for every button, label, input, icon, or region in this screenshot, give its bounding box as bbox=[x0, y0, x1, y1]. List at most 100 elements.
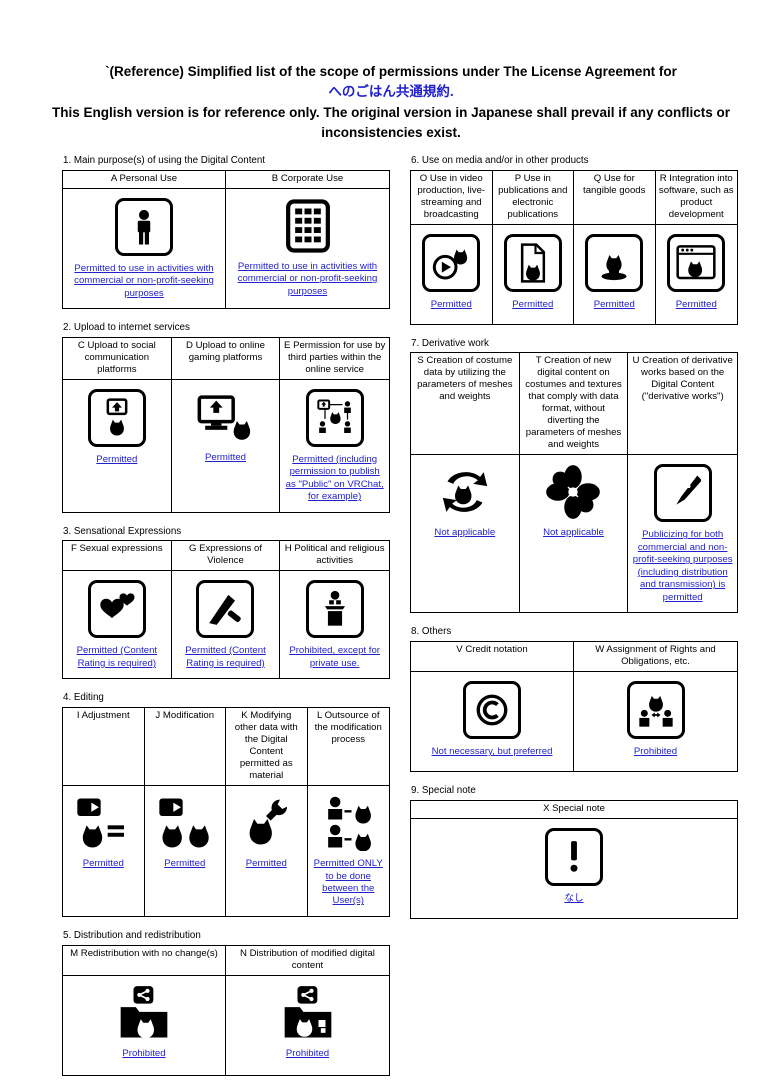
cell-J-status-link[interactable]: Permitted bbox=[164, 858, 206, 870]
cell-F-header: F Sexual expressions bbox=[63, 541, 172, 572]
upload-social-icon bbox=[87, 388, 146, 447]
cell-P-header: P Use in publications and electronic pub… bbox=[492, 170, 574, 225]
license-permission-sheet: { "page": { "title_line1": "`(Reference)… bbox=[0, 62, 782, 1076]
cell-S-body: Not applicable bbox=[411, 455, 520, 613]
section-4-label: 4. Editing bbox=[63, 692, 104, 704]
cell-H-status-link[interactable]: Prohibited, except for private use. bbox=[289, 645, 380, 669]
cell-T-header: T Creation of new digital content on cos… bbox=[519, 353, 629, 456]
publication-icon bbox=[503, 233, 562, 292]
cell-F-body: Permitted (Content Rating is required) bbox=[63, 571, 172, 679]
cell-D-status-link[interactable]: Permitted bbox=[204, 451, 247, 463]
cell-P-status-link[interactable]: Permitted bbox=[512, 298, 554, 310]
cell-W-status-link[interactable]: Prohibited bbox=[633, 745, 678, 757]
section-6-table: O Use in video production, live-streamin… bbox=[410, 169, 738, 325]
section-1-label: 1. Main purpose(s) of using the Digital … bbox=[63, 155, 266, 166]
section-7: 7. Derivative work S Creation of costume … bbox=[410, 337, 738, 614]
cell-X-header: X Special note bbox=[411, 801, 737, 819]
section-2-label: 2. Upload to internet services bbox=[63, 322, 190, 334]
cell-I-status-link[interactable]: Permitted bbox=[82, 858, 124, 870]
cell-Q-header: Q Use for tangible goods bbox=[574, 170, 656, 225]
cell-Q-status-link[interactable]: Permitted bbox=[593, 298, 635, 310]
section-9: 9. Special note X Special note なし bbox=[410, 785, 738, 919]
cell-E-body: Permitted (including permission to publi… bbox=[280, 380, 389, 512]
cell-S-status-link[interactable]: Not applicable bbox=[434, 527, 496, 539]
cell-V-body: Not necessary, but preferred bbox=[411, 671, 574, 771]
cell-X-status-link[interactable]: なし bbox=[564, 892, 584, 904]
cell-B-status-link[interactable]: Permitted to use in activities with comm… bbox=[237, 260, 378, 297]
cell-U-status-link[interactable]: Publicizing for both commercial and non-… bbox=[632, 529, 733, 603]
cell-E-status-link[interactable]: Permitted (including permission to publi… bbox=[285, 453, 384, 503]
cell-C-header: C Upload to social communication platfor… bbox=[63, 337, 172, 380]
tangible-goods-icon bbox=[585, 233, 644, 292]
cell-C-body: Permitted bbox=[63, 379, 172, 512]
cell-T-body: Not applicable bbox=[520, 455, 629, 613]
texture-creation-icon bbox=[545, 464, 601, 520]
cell-B-header: B Corporate Use bbox=[226, 171, 389, 189]
section-9-label: 9. Special note bbox=[411, 784, 476, 796]
upload-gaming-icon bbox=[197, 389, 253, 445]
cell-O-status-link[interactable]: Permitted bbox=[430, 298, 472, 310]
section-8-label: 8. Others bbox=[411, 626, 452, 638]
outsource-icon bbox=[320, 795, 376, 852]
cell-M-body: Prohibited bbox=[63, 975, 226, 1075]
cell-L-body: Permitted ONLY to be done between the Us… bbox=[308, 786, 390, 916]
section-5-label: 5. Distribution and redistribution bbox=[63, 929, 201, 941]
section-2: 2. Upload to internet services C Upload t… bbox=[62, 322, 390, 513]
cell-E-header: E Permission for use by third parties wi… bbox=[280, 338, 389, 380]
left-column: 1. Main purpose(s) of using the Digital … bbox=[62, 155, 390, 1089]
section-7-table: S Creation of costume data by utilizing … bbox=[410, 352, 738, 614]
cell-A-status-link[interactable]: Permitted to use in activities with comm… bbox=[74, 262, 214, 299]
rights-assignment-icon bbox=[626, 680, 685, 739]
title-line-1: `(Reference) Simplified list of the scop… bbox=[105, 64, 677, 79]
cell-C-status-link[interactable]: Permitted bbox=[96, 453, 138, 465]
title-line-japanese: へのごはん共通規約. bbox=[328, 84, 454, 100]
cell-R-header: R Integration into software, such as pro… bbox=[655, 171, 737, 225]
cell-G-header: G Expressions of Violence bbox=[171, 541, 281, 572]
software-icon bbox=[667, 233, 726, 292]
cell-N-body: Prohibited bbox=[226, 976, 389, 1075]
cell-F-status-link[interactable]: Permitted (Content Rating is required) bbox=[76, 645, 158, 669]
cell-I-header: I Adjustment bbox=[63, 708, 145, 787]
cell-V-status-link[interactable]: Not necessary, but preferred bbox=[431, 745, 553, 757]
cell-K-status-link[interactable]: Permitted bbox=[245, 858, 287, 870]
cell-W-header: W Assignment of Rights and Obligations, … bbox=[574, 642, 737, 672]
cell-G-status-link[interactable]: Permitted (Content Rating is required) bbox=[185, 645, 266, 669]
section-7-label: 7. Derivative work bbox=[411, 337, 489, 349]
section-3-label: 3. Sensational Expressions bbox=[63, 525, 182, 537]
cell-G-body: Permitted (Content Rating is required) bbox=[172, 571, 281, 679]
cell-N-status-link[interactable]: Prohibited bbox=[285, 1047, 330, 1059]
cell-P-body: Permitted bbox=[493, 224, 574, 324]
section-6: 6. Use on media and/or in other products… bbox=[410, 155, 738, 325]
cell-U-header: U Creation of derivative works based on … bbox=[628, 353, 737, 456]
section-3: 3. Sensational Expressions F Sexual expre… bbox=[62, 526, 390, 680]
cell-S-header: S Creation of costume data by utilizing … bbox=[411, 353, 520, 456]
cell-H-body: Prohibited, except for private use. bbox=[280, 571, 389, 678]
cell-A-body: Permitted to use in activities with comm… bbox=[63, 188, 226, 309]
cell-M-status-link[interactable]: Prohibited bbox=[122, 1047, 166, 1059]
document-title: `(Reference) Simplified list of the scop… bbox=[0, 62, 782, 143]
cell-M-header: M Redistribution with no change(s) bbox=[63, 945, 226, 976]
hearts-icon bbox=[87, 580, 146, 639]
cell-Q-body: Permitted bbox=[574, 224, 656, 324]
podium-speech-icon bbox=[305, 580, 364, 639]
cell-R-status-link[interactable]: Permitted bbox=[675, 298, 717, 310]
building-icon bbox=[280, 198, 336, 254]
section-9-table: X Special note なし bbox=[410, 799, 738, 919]
section-6-label: 6. Use on media and/or in other products bbox=[411, 155, 589, 166]
cell-K-header: K Modifying other data with the Digital … bbox=[226, 708, 308, 787]
title-disclaimer: This English version is for reference on… bbox=[52, 104, 730, 140]
cell-T-status-link[interactable]: Not applicable bbox=[543, 527, 604, 539]
cell-V-header: V Credit notation bbox=[411, 641, 574, 672]
cell-L-status-link[interactable]: Permitted ONLY to be done between the Us… bbox=[313, 858, 383, 907]
cell-K-body: Permitted bbox=[226, 786, 308, 916]
exclamation-icon bbox=[545, 827, 603, 886]
cell-D-body: Permitted bbox=[172, 379, 281, 512]
section-5-table: M Redistribution with no change(s)N Dist… bbox=[62, 944, 390, 1076]
right-column: 6. Use on media and/or in other products… bbox=[410, 155, 738, 932]
